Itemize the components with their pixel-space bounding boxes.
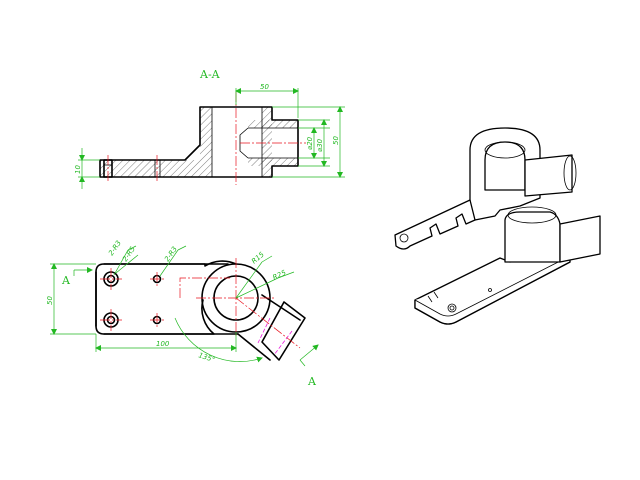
section-hatching [100, 107, 298, 177]
section-markers: A A [61, 267, 319, 388]
iso-lower-part [414, 206, 601, 325]
dim-hole-a: 2-R3 [107, 239, 123, 257]
section-view-a-a: A-A [74, 68, 345, 189]
section-title: A-A [199, 68, 221, 81]
dim-r-boss: R15 [250, 250, 266, 265]
plan-view: 50 100 135° R15 R25 2-R3 2-R5 [46, 239, 319, 388]
dim-width-top: 50 [260, 83, 269, 91]
plan-holes [103, 271, 162, 328]
dim-dia-outer: ⌀30 [316, 138, 324, 152]
isometric-view [394, 127, 601, 325]
dim-length: 100 [156, 340, 170, 348]
dim-r-outer: R25 [271, 269, 287, 282]
section-mark-right: A [307, 375, 317, 388]
section-centerlines [107, 92, 306, 185]
dim-hole-c: 2-R3 [163, 245, 179, 263]
dim-height: 50 [332, 136, 340, 145]
section-dimensions: 50 ⌀20 ⌀30 50 10 [74, 83, 345, 189]
dim-hole-b: 2-R5 [121, 245, 137, 263]
iso-upper-part [394, 127, 577, 250]
plan-dimensions: 50 100 135° R15 R25 2-R3 2-R5 [46, 239, 295, 364]
dim-angle: 135° [197, 351, 216, 364]
dim-base-thickness: 10 [74, 165, 82, 174]
dim-width: 50 [46, 296, 54, 305]
dim-dia-inner: ⌀20 [306, 136, 314, 150]
section-mark-left: A [61, 274, 71, 287]
